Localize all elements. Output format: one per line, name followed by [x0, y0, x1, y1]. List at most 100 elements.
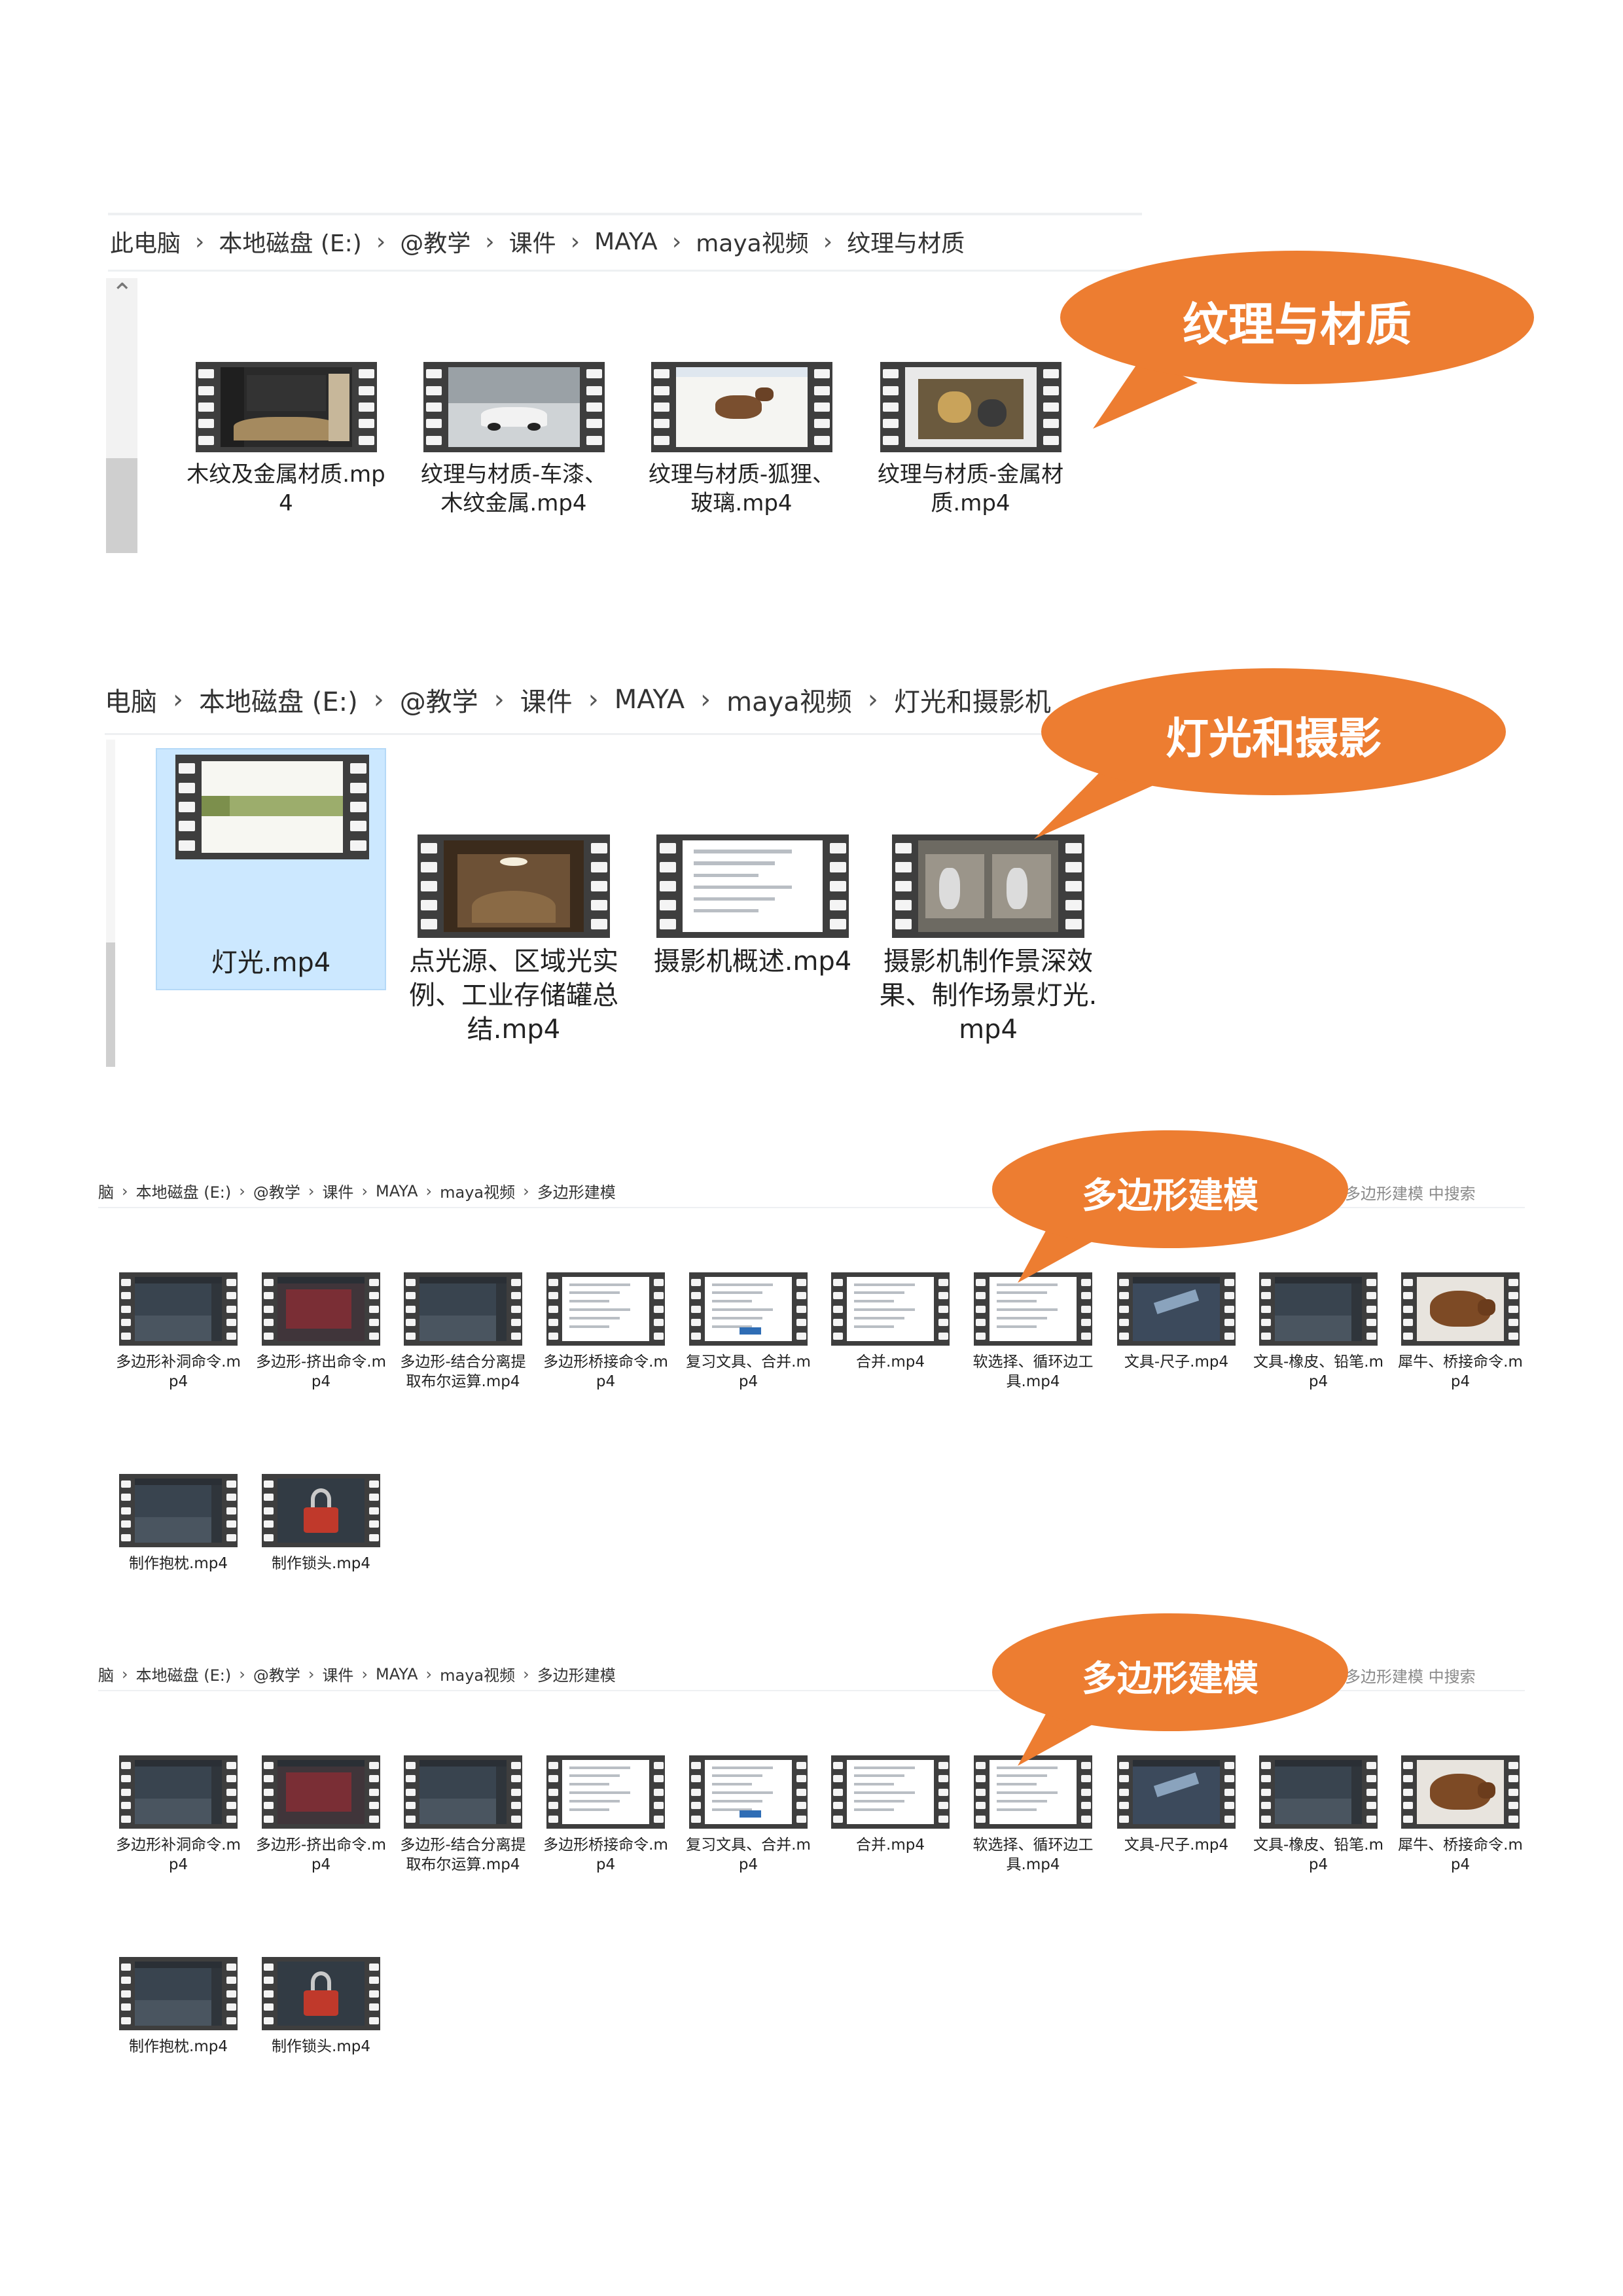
- file-item[interactable]: 多边形-结合分离提取布尔运算.mp4: [393, 1272, 533, 1418]
- file-name: 灯光.mp4: [211, 948, 331, 978]
- breadcrumb[interactable]: 此电脑›本地磁盘 (E:)›@教学›课件›MAYA›maya视频›纹理与材质: [110, 224, 965, 259]
- scroll-up-icon[interactable]: ⌃: [111, 278, 134, 308]
- breadcrumb-segment[interactable]: maya视频: [440, 1666, 516, 1685]
- text-line-shape: [711, 1783, 752, 1786]
- breadcrumb-segment[interactable]: 课件: [508, 230, 556, 257]
- breadcrumb-segment[interactable]: 多边形建模: [537, 1183, 616, 1202]
- file-item[interactable]: 多边形桥接命令.mp4: [535, 1272, 676, 1418]
- scrollbar-thumb[interactable]: [106, 458, 137, 553]
- file-item[interactable]: 点光源、区域光实例、工业存储罐总结.mp4: [399, 834, 628, 1049]
- text-line-shape: [711, 1308, 773, 1311]
- file-item[interactable]: 复习文具、合并.mp4: [678, 1272, 819, 1418]
- file-item[interactable]: 制作锁头.mp4: [251, 1474, 391, 1594]
- search-box-placeholder[interactable]: 多边形建模 中搜索: [1345, 1668, 1476, 1686]
- breadcrumb-segment[interactable]: 本地磁盘 (E:): [135, 1666, 232, 1685]
- breadcrumb-segment[interactable]: 纹理与材质: [847, 230, 965, 257]
- file-item[interactable]: 犀牛、桥接命令.mp4: [1390, 1755, 1531, 1901]
- breadcrumb-segment[interactable]: 此电脑: [110, 230, 181, 257]
- film-hole: [690, 1332, 701, 1340]
- breadcrumb-segment[interactable]: MAYA: [614, 685, 685, 715]
- file-item[interactable]: 文具-尺子.mp4: [1106, 1272, 1247, 1418]
- file-item[interactable]: 软选择、循环边工具.mp4: [963, 1755, 1103, 1901]
- film-strip: [892, 834, 914, 938]
- chevron-right-icon: ›: [523, 1181, 529, 1200]
- file-item[interactable]: 多边形-挤出命令.mp4: [251, 1272, 391, 1418]
- breadcrumb-segment[interactable]: 本地磁盘 (E:): [135, 1183, 232, 1202]
- shackle-shape: [310, 1971, 332, 1994]
- film-hole: [796, 1278, 806, 1286]
- video-thumbnail: [1401, 1755, 1520, 1829]
- search-box-placeholder[interactable]: 多边形建模 中搜索: [1345, 1185, 1476, 1203]
- file-item[interactable]: 多边形-挤出命令.mp4: [251, 1755, 391, 1901]
- file-item[interactable]: 多边形桥接命令.mp4: [535, 1755, 676, 1901]
- file-item[interactable]: 纹理与材质-金属材质.mp4: [863, 362, 1079, 552]
- film-hole: [938, 1332, 948, 1340]
- file-item[interactable]: 木纹及金属材质.mp4: [178, 362, 394, 552]
- video-thumbnail: [404, 1272, 522, 1346]
- breadcrumb-segment[interactable]: @教学: [400, 230, 471, 257]
- file-item[interactable]: 犀牛、桥接命令.mp4: [1390, 1272, 1531, 1418]
- vertical-scrollbar[interactable]: [106, 942, 115, 1067]
- breadcrumb-segment[interactable]: 本地磁盘 (E:): [199, 687, 358, 717]
- callout-ellipse: [992, 1613, 1348, 1731]
- file-item[interactable]: 文具-橡皮、铅笔.mp4: [1248, 1755, 1389, 1901]
- file-item[interactable]: 多边形-结合分离提取布尔运算.mp4: [393, 1755, 533, 1901]
- breadcrumb-segment[interactable]: 本地磁盘 (E:): [219, 230, 362, 257]
- breadcrumb-segment[interactable]: 脑: [98, 1666, 114, 1685]
- file-item[interactable]: 摄影机制作景深效果、制作场景灯光.mp4: [874, 834, 1103, 1049]
- breadcrumb-segment[interactable]: maya视频: [440, 1183, 516, 1202]
- file-item[interactable]: 文具-橡皮、铅笔.mp4: [1248, 1272, 1389, 1418]
- file-item[interactable]: 制作抱枕.mp4: [108, 1957, 249, 2077]
- breadcrumb-segment[interactable]: 脑: [98, 1183, 114, 1202]
- file-item[interactable]: 纹理与材质-狐狸、玻璃.mp4: [633, 362, 849, 552]
- breadcrumb[interactable]: 脑›本地磁盘 (E:)›@教学›课件›MAYA›maya视频›多边形建模: [98, 1179, 616, 1202]
- file-item[interactable]: 制作抱枕.mp4: [108, 1474, 249, 1594]
- film-strip: [936, 1755, 950, 1829]
- file-name: 软选择、循环边工具.mp4: [972, 1837, 1094, 1873]
- film-hole: [1043, 419, 1059, 429]
- file-item[interactable]: 多边形补洞命令.mp4: [108, 1755, 249, 1901]
- breadcrumb-segment[interactable]: maya视频: [726, 687, 852, 717]
- breadcrumb-segment[interactable]: 课件: [322, 1183, 354, 1202]
- file-item[interactable]: 灯光.mp4: [156, 748, 386, 990]
- breadcrumb[interactable]: 电脑›本地磁盘 (E:)›@教学›课件›MAYA›maya视频›灯光和摄影机: [105, 681, 1051, 719]
- chevron-right-icon: ›: [308, 1664, 315, 1683]
- breadcrumb[interactable]: 脑›本地磁盘 (E:)›@教学›课件›MAYA›maya视频›多边形建模: [98, 1662, 616, 1685]
- breadcrumb-segment[interactable]: 灯光和摄影机: [893, 687, 1051, 717]
- file-item[interactable]: 制作锁头.mp4: [251, 1957, 391, 2077]
- film-hole: [263, 1802, 274, 1809]
- file-item[interactable]: 合并.mp4: [820, 1272, 961, 1418]
- film-strip: [1079, 1755, 1092, 1829]
- breadcrumb-segment[interactable]: @教学: [253, 1183, 300, 1202]
- file-item[interactable]: 摄影机概述.mp4: [638, 834, 867, 1049]
- panel-shape: [496, 1283, 507, 1342]
- file-item[interactable]: 复习文具、合并.mp4: [678, 1755, 819, 1901]
- scrollbar-track[interactable]: [106, 740, 115, 942]
- breadcrumb-segment[interactable]: 课件: [322, 1666, 354, 1685]
- film-hole: [263, 1963, 274, 1971]
- breadcrumb-segment[interactable]: maya视频: [696, 230, 809, 257]
- breadcrumb-segment[interactable]: MAYA: [376, 1181, 418, 1200]
- film-strip: [1401, 1755, 1414, 1829]
- grid-shape: [135, 2000, 212, 2026]
- film-hole: [368, 1332, 379, 1340]
- file-item[interactable]: 软选择、循环边工具.mp4: [963, 1272, 1103, 1418]
- film-hole: [653, 1292, 664, 1299]
- file-item[interactable]: 文具-尺子.mp4: [1106, 1755, 1247, 1901]
- film-hole: [226, 1292, 236, 1299]
- breadcrumb-segment[interactable]: @教学: [399, 687, 478, 717]
- film-hole: [120, 1977, 131, 1984]
- breadcrumb-segment[interactable]: 课件: [520, 687, 573, 717]
- breadcrumb-segment[interactable]: 多边形建模: [537, 1666, 616, 1685]
- breadcrumb-segment[interactable]: MAYA: [376, 1664, 418, 1683]
- video-frame: [990, 1759, 1077, 1825]
- file-name: 多边形-挤出命令.mp4: [255, 1837, 386, 1873]
- file-item[interactable]: 合并.mp4: [820, 1755, 961, 1901]
- breadcrumb-segment[interactable]: 电脑: [105, 687, 157, 717]
- film-strip: [224, 1755, 238, 1829]
- file-item[interactable]: 纹理与材质-车漆、木纹金属.mp4: [406, 362, 622, 552]
- file-item[interactable]: 多边形补洞命令.mp4: [108, 1272, 249, 1418]
- breadcrumb-segment[interactable]: @教学: [253, 1666, 300, 1685]
- breadcrumb-segment[interactable]: MAYA: [594, 228, 658, 255]
- film-hole: [198, 402, 214, 412]
